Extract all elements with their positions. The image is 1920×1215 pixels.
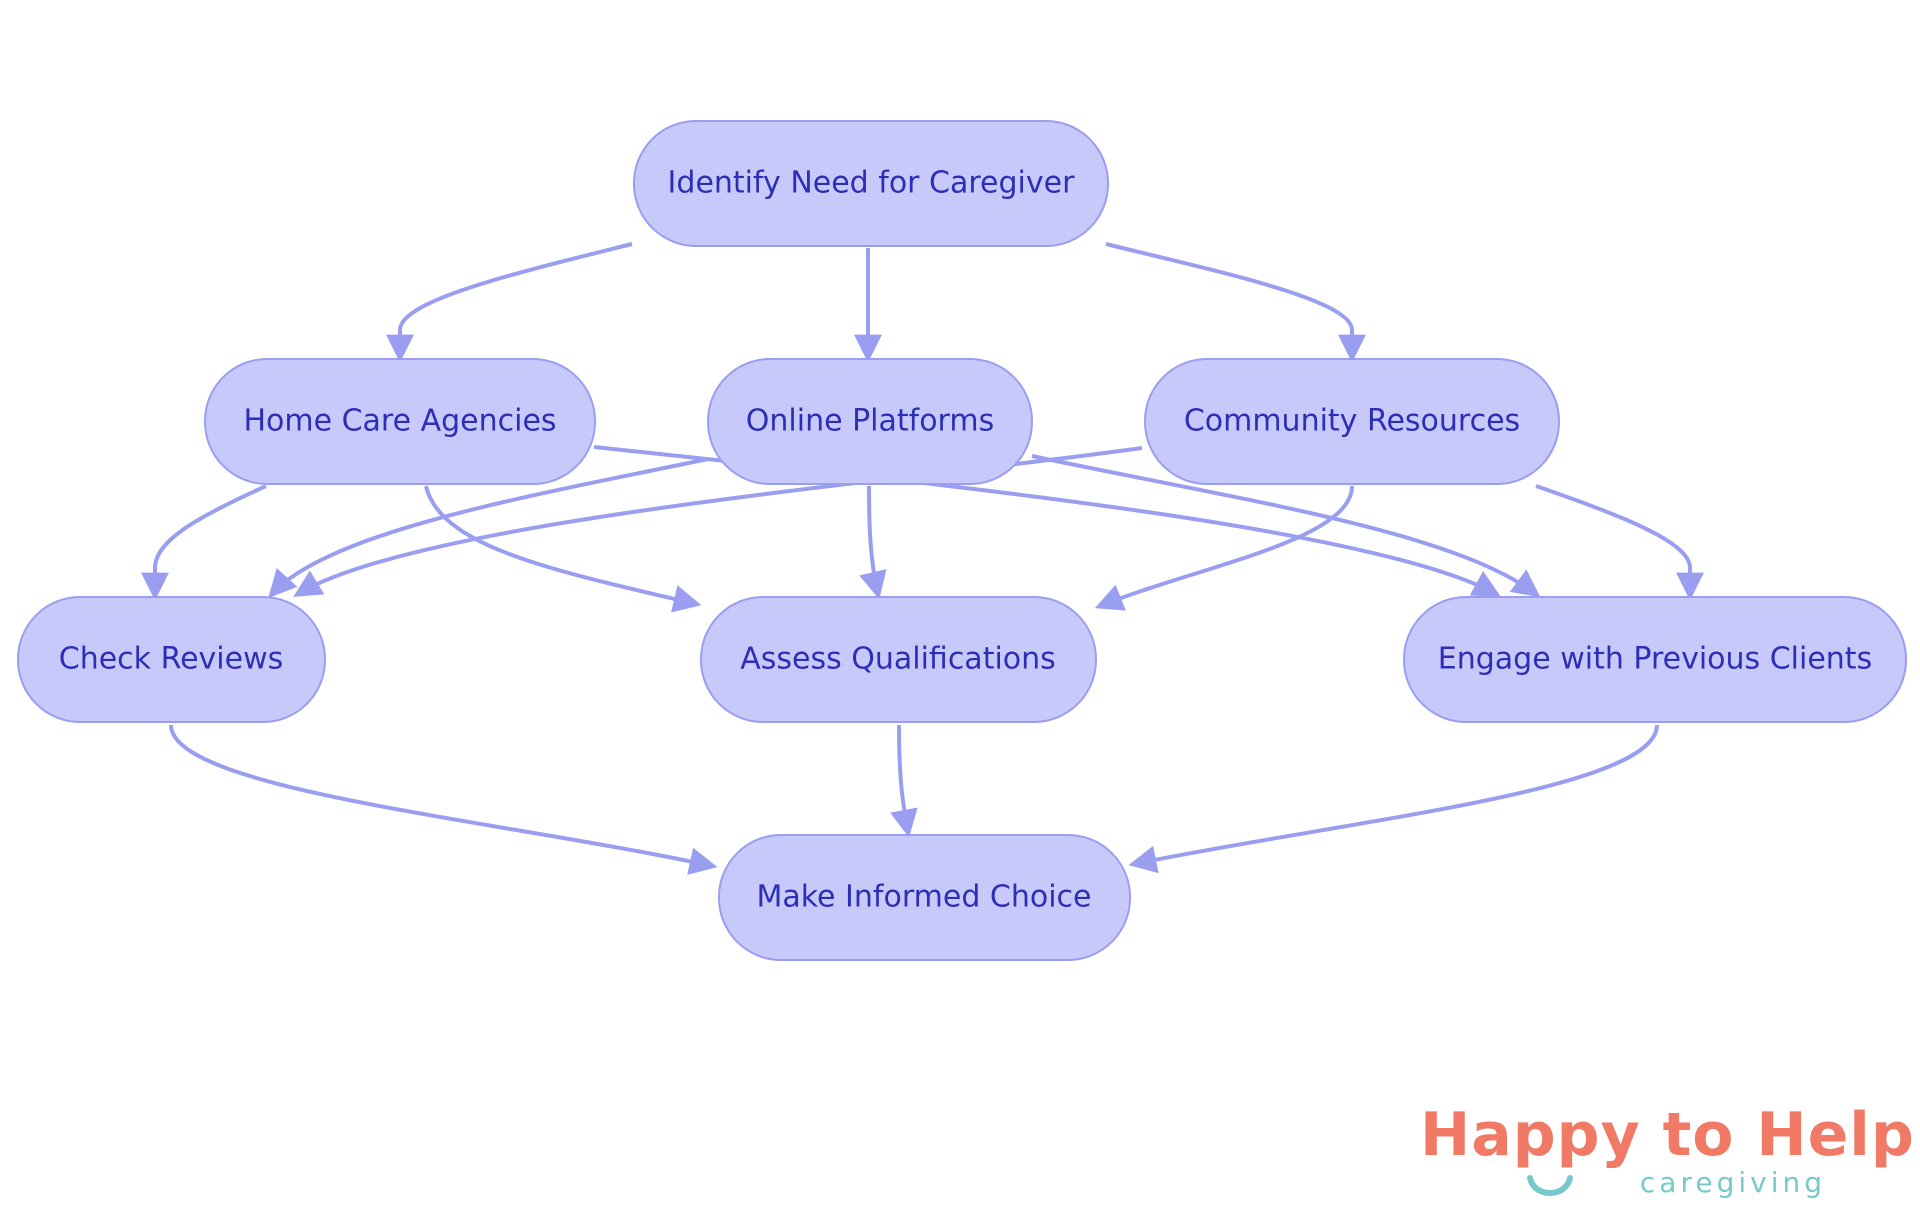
edge-qualifications-to-choice bbox=[890, 724, 918, 838]
node-community-resources-label: Community Resources bbox=[1184, 404, 1520, 439]
logo-wordmark: Happy to Help bbox=[1420, 1100, 1915, 1170]
edges bbox=[141, 242, 1704, 875]
smile-icon bbox=[1527, 1175, 1573, 1196]
edge-online-to-qualifications bbox=[859, 485, 887, 600]
edge-community-to-qualifications bbox=[1094, 485, 1354, 611]
brand-logo: Happy to Help caregiving bbox=[1420, 1100, 1914, 1210]
edge-online-to-reviews bbox=[268, 457, 709, 599]
edge-community-to-reviews bbox=[293, 446, 1143, 597]
node-online-platforms: Online Platforms bbox=[707, 358, 1033, 485]
node-make-informed-choice: Make Informed Choice bbox=[718, 834, 1131, 961]
node-community-resources: Community Resources bbox=[1144, 358, 1560, 485]
node-check-reviews: Check Reviews bbox=[17, 596, 326, 723]
node-online-platforms-label: Online Platforms bbox=[746, 404, 994, 439]
edge-reviews-to-choice bbox=[169, 724, 718, 875]
logo-tagline: caregiving bbox=[1639, 1166, 1826, 1199]
node-engage-previous-clients: Engage with Previous Clients bbox=[1403, 596, 1907, 723]
edge-clients-to-choice bbox=[1128, 724, 1659, 874]
edge-agencies-to-reviews bbox=[141, 484, 267, 601]
node-check-reviews-label: Check Reviews bbox=[59, 642, 284, 677]
node-assess-qualifications-label: Assess Qualifications bbox=[740, 642, 1056, 677]
node-engage-previous-clients-label: Engage with Previous Clients bbox=[1438, 642, 1872, 677]
edge-identify-to-agencies bbox=[386, 242, 633, 363]
node-make-informed-choice-label: Make Informed Choice bbox=[756, 880, 1091, 915]
node-assess-qualifications: Assess Qualifications bbox=[700, 596, 1097, 723]
node-identify-need-label: Identify Need for Caregiver bbox=[668, 166, 1076, 201]
edge-agencies-to-qualifications bbox=[424, 485, 702, 613]
node-home-care-agencies: Home Care Agencies bbox=[204, 358, 596, 485]
node-home-care-agencies-label: Home Care Agencies bbox=[243, 404, 556, 439]
edge-identify-to-community bbox=[1105, 242, 1366, 363]
node-identify-need: Identify Need for Caregiver bbox=[633, 120, 1109, 247]
edge-community-to-clients bbox=[1535, 484, 1704, 601]
nodes: Identify Need for Caregiver Home Care Ag… bbox=[17, 120, 1907, 961]
